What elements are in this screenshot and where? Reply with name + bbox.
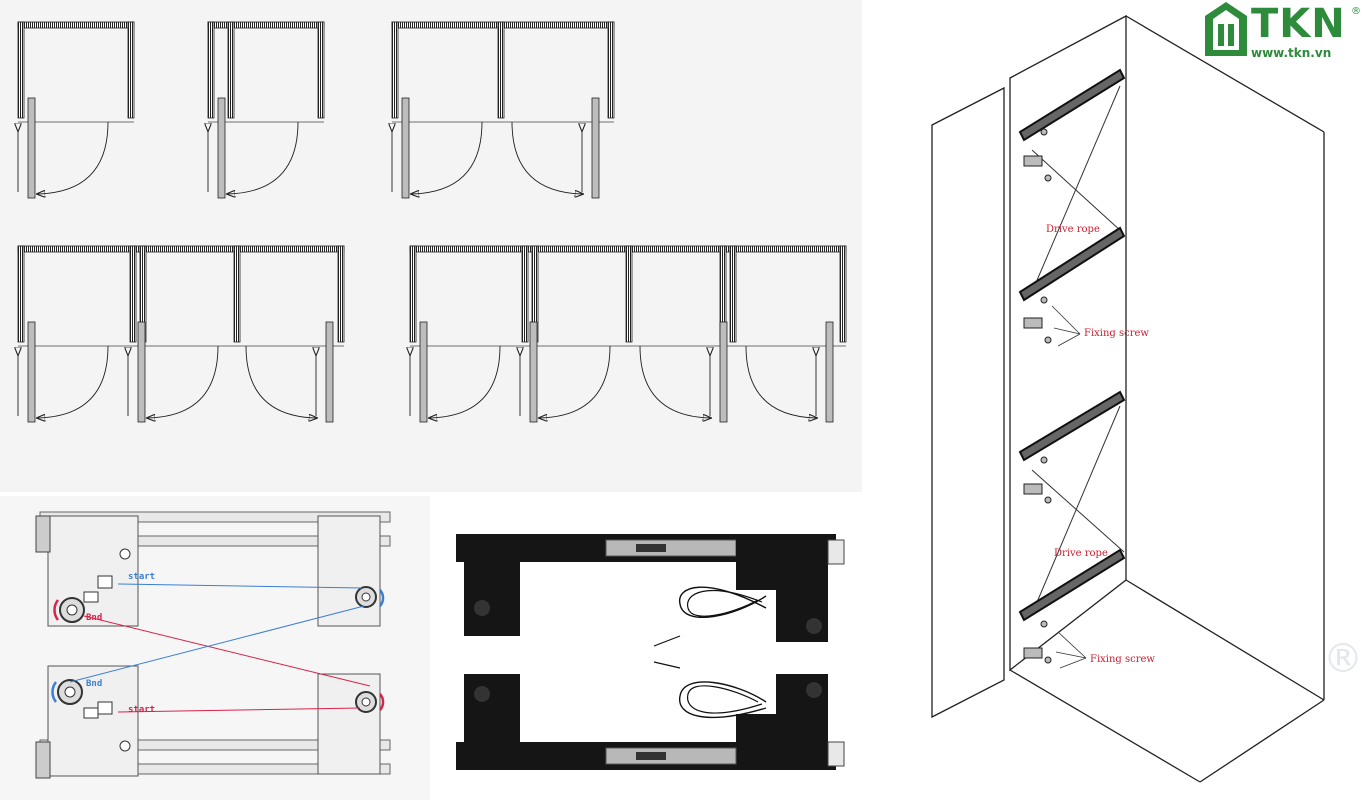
lower-slide-unit [456,661,845,770]
rope-routing-svg: start Bnd Bnd start [35,511,391,779]
right-wall [607,21,615,119]
blue-arc-top [378,589,385,607]
swing-arc [38,345,109,418]
swing-arc [228,121,299,194]
red-rope-cross [83,615,371,687]
blue-rope-cross [69,605,365,683]
drive-rope-lines [1031,85,1125,615]
layout-1 [17,21,135,199]
top-rail [17,21,135,29]
red-arc-bottom [378,693,385,711]
left-wall [17,245,25,343]
right-wall [317,21,325,119]
door-panel [529,321,538,423]
partition [521,245,529,343]
door-panel [217,97,226,199]
watermark-registered: ® [1323,636,1363,682]
blue-rope-top [117,583,363,589]
door-panel [591,97,600,199]
partition [227,21,235,119]
upper-slide-unit [456,534,845,647]
blue-arc-bottom [51,681,58,703]
swing-arc [412,121,483,194]
top-rail [207,21,325,29]
swing-arc [639,345,710,418]
swing-arc [148,345,219,418]
brand-logo: TKN ® www.tkn.vn [1203,0,1368,70]
house-logo-icon [1205,2,1247,56]
layout-4 [17,245,345,423]
left-wall [391,21,399,119]
right-wall [337,245,345,343]
door-layouts-panel [0,0,862,492]
rope-routing-panel: start Bnd Bnd start [0,496,430,800]
swing-arc [430,345,501,418]
door-panel [137,321,146,423]
left-wall [409,245,417,343]
red-arc-top [53,599,60,621]
label-fixing-screw-2: Fixing screw [1090,654,1155,665]
door-layouts-svg [0,21,847,423]
door-panel [325,321,334,423]
label-end-top: Bnd [86,613,102,623]
slide-rails [1018,68,1126,622]
right-wall [127,21,135,119]
partition [625,245,633,343]
brand-registered: ® [1351,6,1361,17]
swing-arc [511,121,582,194]
swing-arc [245,345,316,418]
top-slide-assembly [35,511,391,627]
label-fixing-screw-1: Fixing screw [1084,328,1149,339]
red-rope-bottom [117,707,361,713]
door-panel [719,321,728,423]
layout-5 [409,245,847,423]
brand-name: TKN [1251,1,1346,47]
partition [497,21,505,119]
top-rail [17,245,345,253]
layout-2 [207,21,325,199]
product-photo-svg [456,534,845,770]
swing-arc [745,345,816,418]
label-drive-rope-2: Drive rope [1054,548,1108,559]
label-end-bottom: Bnd [86,679,102,689]
label-drive-rope-1: Drive rope [1046,224,1100,235]
left-wall [207,21,215,119]
layout-3 [391,21,615,199]
partition [233,245,241,343]
fixing-brackets [1023,128,1052,664]
label-start-bottom: start [128,705,155,715]
door-panel [27,321,36,423]
installation-panel: Drive rope Fixing screw Drive rope Fixin… [862,0,1368,800]
installation-svg: Drive rope Fixing screw Drive rope Fixin… [931,14,1325,783]
bottom-slide-assembly [35,665,391,779]
door-panel [419,321,428,423]
door-panel [27,97,36,199]
partition [129,245,137,343]
left-wall [17,21,25,119]
right-wall [839,245,847,343]
door-panel [825,321,834,423]
swing-arc [540,345,611,418]
partition [729,245,737,343]
product-photo-panel [436,496,862,800]
cabinet-outline [931,14,1325,783]
leader-lines [1051,305,1087,669]
label-start-top: start [128,572,155,582]
door-panel [401,97,410,199]
swing-arc [38,121,109,194]
brand-url: www.tkn.vn [1251,46,1332,60]
